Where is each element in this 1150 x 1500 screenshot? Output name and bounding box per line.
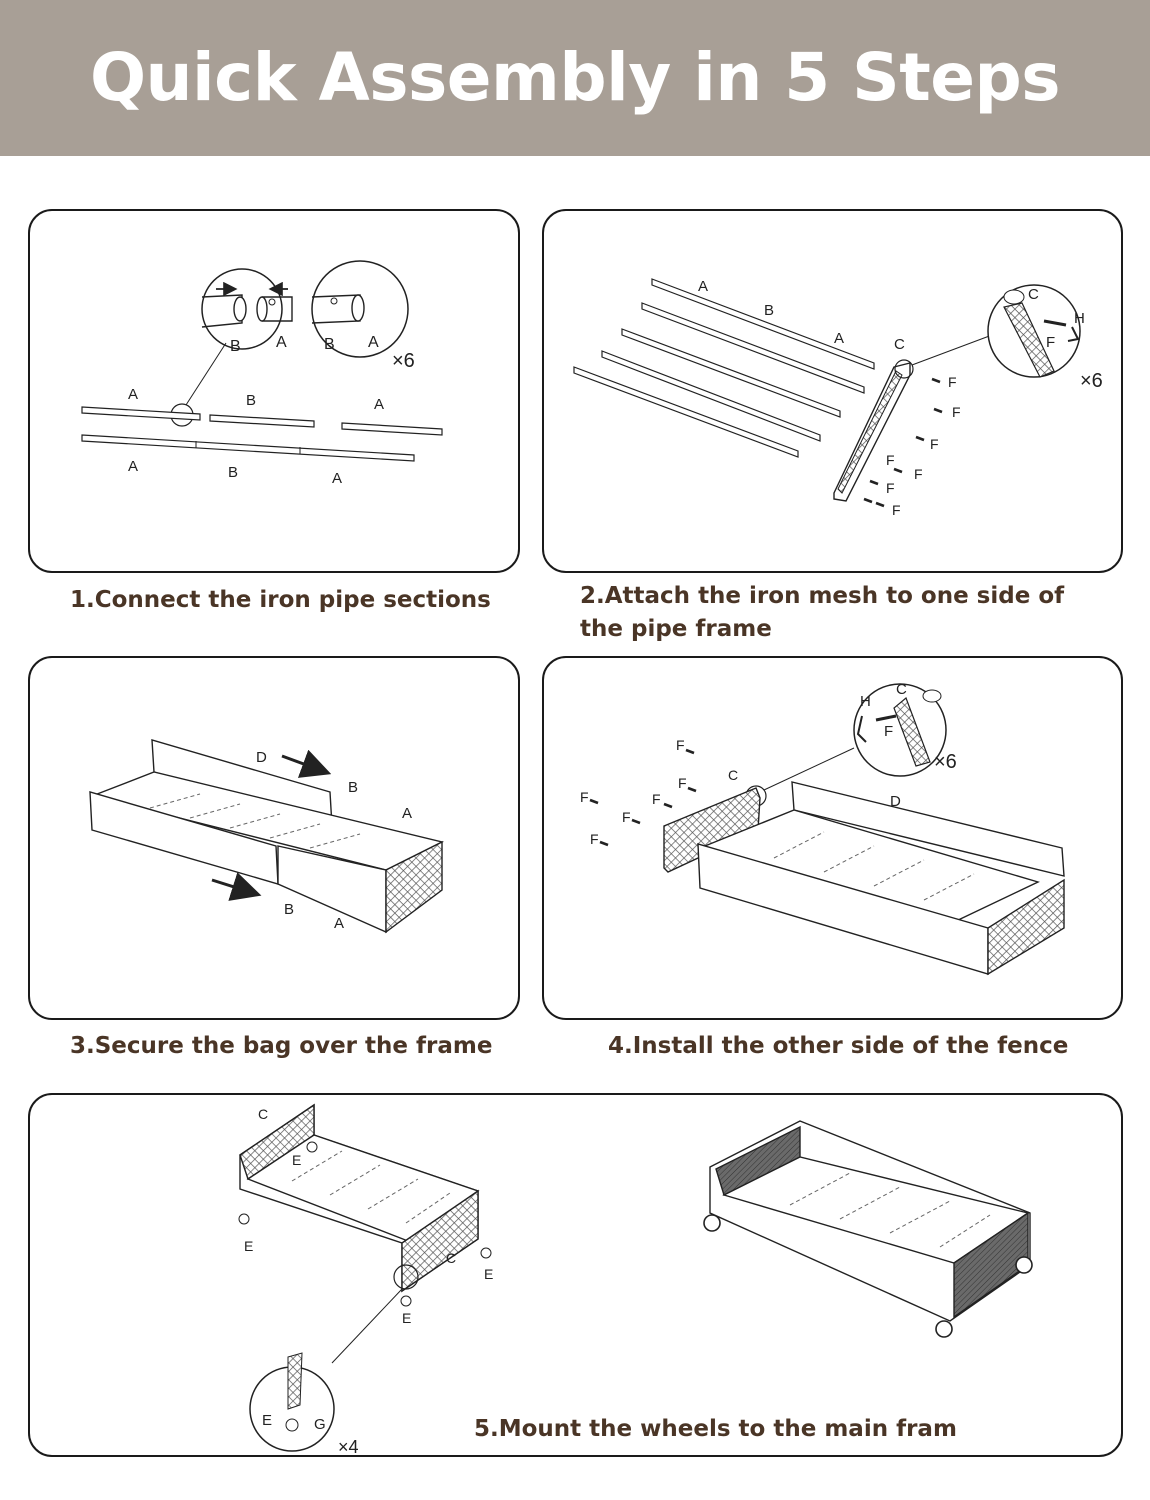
step-3-caption: 3.Secure the bag over the frame: [70, 1033, 493, 1059]
step-2-panel: A B A C C H F ×6 F F F F F F: [542, 209, 1123, 573]
step-1-caption: 1.Connect the iron pipe sections: [70, 587, 491, 613]
label-b: B: [228, 464, 238, 481]
label-f: F: [652, 791, 661, 807]
count-label: ×6: [392, 350, 415, 372]
label-c: C: [258, 1106, 268, 1122]
label-b: B: [230, 338, 241, 355]
step-3-illustration: D B A B A: [89, 739, 445, 934]
label-e: E: [262, 1412, 272, 1429]
bed-left: [239, 1103, 480, 1293]
label-e: E: [402, 1310, 411, 1326]
bed-right: [709, 1120, 1031, 1322]
label-a: A: [128, 386, 138, 403]
label-f: F: [580, 789, 589, 805]
label-f: F: [952, 404, 961, 420]
wheel-set: [703, 1214, 1033, 1338]
label-b: B: [348, 779, 358, 796]
step-1-illustration: B A B A ×6 A B A A B A: [81, 260, 443, 487]
label-c: C: [896, 681, 907, 698]
step-2-caption: 2.Attach the iron mesh to one side of th…: [580, 583, 1065, 642]
step-1-panel: B A B A ×6 A B A A B A: [28, 209, 520, 573]
screw-set: [589, 748, 697, 847]
bed-frame: [697, 781, 1065, 976]
bag-frame: [89, 739, 445, 934]
label-f: F: [622, 809, 631, 825]
label-c: C: [1028, 286, 1039, 303]
label-f: F: [676, 737, 685, 753]
label-f: F: [886, 480, 895, 496]
label-h: H: [1074, 310, 1085, 327]
label-a: A: [332, 470, 342, 487]
header-banner: Quick Assembly in 5 Steps: [0, 0, 1150, 156]
label-f: F: [930, 436, 939, 452]
label-a: A: [698, 278, 708, 295]
label-d: D: [256, 749, 267, 766]
label-f: F: [914, 466, 923, 482]
step-4-caption: 4.Install the other side of the fence: [608, 1033, 1069, 1059]
screw-set: [863, 377, 943, 508]
label-b: B: [324, 336, 335, 353]
label-f: F: [1046, 334, 1055, 351]
label-b: B: [246, 392, 256, 409]
label-f: F: [590, 831, 599, 847]
count-label: ×4: [338, 1437, 359, 1457]
label-c: C: [446, 1250, 456, 1266]
label-a: A: [128, 458, 138, 475]
label-e: E: [484, 1266, 493, 1282]
step-5-caption: 5.Mount the wheels to the main fram: [474, 1416, 957, 1442]
page-title: Quick Assembly in 5 Steps: [89, 39, 1061, 116]
label-f: F: [886, 452, 895, 468]
pipe-set: [573, 278, 875, 458]
step-3-panel: D B A B A: [28, 656, 520, 1020]
step-5-panel: C E E E C E E G ×4: [28, 1093, 1123, 1457]
label-g: G: [314, 1416, 326, 1433]
label-a: A: [834, 330, 844, 347]
label-e: E: [292, 1152, 301, 1168]
count-label: ×6: [934, 751, 957, 773]
step-4-panel: H C F ×6 C D F: [542, 656, 1123, 1020]
count-label: ×6: [1080, 370, 1103, 392]
label-a: A: [276, 334, 287, 351]
label-a: A: [368, 334, 379, 351]
label-b: B: [284, 901, 294, 918]
label-a: A: [374, 396, 384, 413]
step-5-illustration: C E E E C E E G ×4: [238, 1103, 1033, 1457]
label-f: F: [884, 723, 893, 740]
label-f: F: [948, 374, 957, 390]
label-d: D: [890, 793, 901, 810]
label-a: A: [402, 805, 412, 822]
label-e: E: [244, 1238, 253, 1254]
label-c: C: [894, 336, 905, 353]
step-2-illustration: A B A C C H F ×6 F F F F F F: [573, 278, 1103, 518]
step-4-illustration: H C F ×6 C D F: [580, 681, 1065, 976]
label-f: F: [678, 775, 687, 791]
label-h: H: [860, 693, 871, 710]
label-a: A: [334, 915, 344, 932]
label-c: C: [728, 767, 738, 783]
label-b: B: [764, 302, 774, 319]
label-f: F: [892, 502, 901, 518]
